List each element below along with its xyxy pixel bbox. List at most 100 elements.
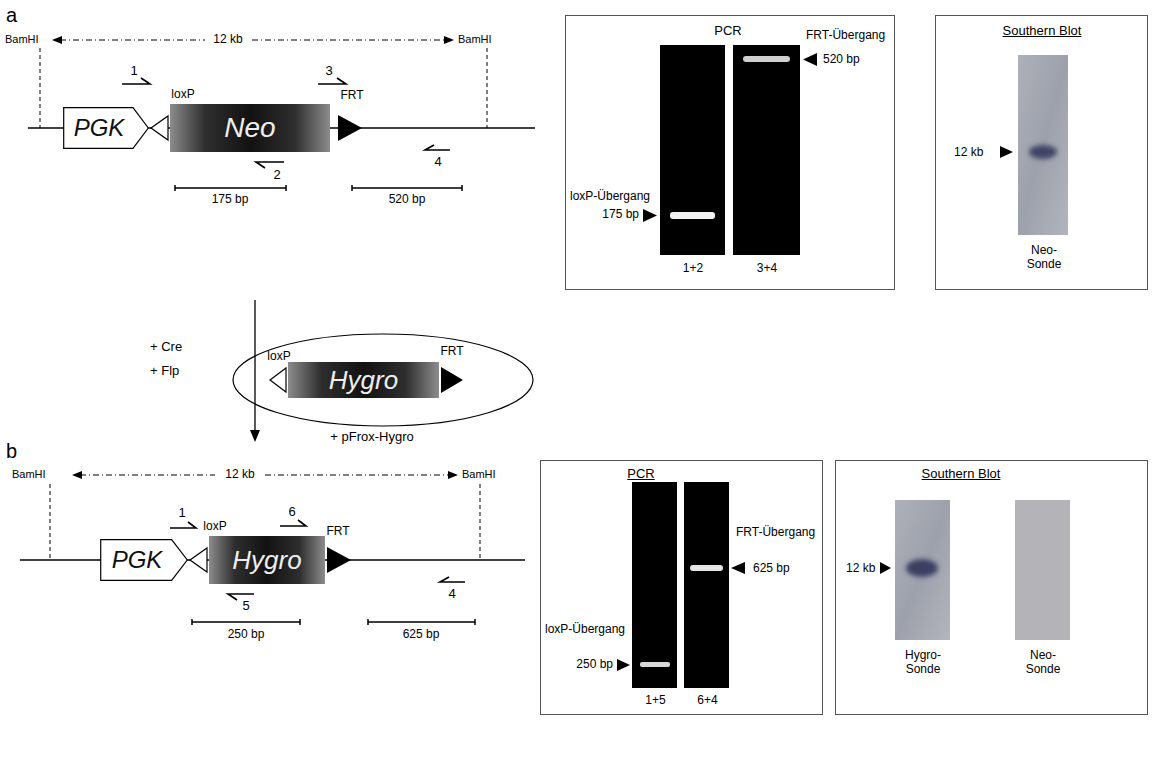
enzyme-site: BamHI (12, 468, 46, 481)
frt-label: FRT (440, 345, 463, 359)
blot-strip (1018, 55, 1068, 235)
gene-box: Hygro (288, 362, 439, 398)
primer-arrow (440, 577, 465, 582)
promoter-name: PGK (74, 115, 125, 141)
promoter-box: PGK (63, 107, 149, 149)
band-size: 520 bp (823, 53, 860, 67)
arrow-head (731, 562, 745, 574)
pcr-panel: PCRloxP-Übergang250 bp1+56+4FRT-Übergang… (540, 460, 823, 715)
scale-bar (352, 185, 462, 191)
site-marker (480, 484, 481, 560)
frt-site (441, 367, 463, 393)
enzyme-site: BamHI (5, 33, 39, 46)
frt-label: FRT (326, 525, 349, 539)
primer-arrow (122, 78, 150, 84)
primer-number: 3 (325, 64, 332, 79)
gene-name: Hygro (329, 366, 398, 395)
primer-number: 5 (242, 599, 249, 614)
band-label: FRT-Übergang (736, 526, 815, 540)
primer-number: 1 (178, 506, 185, 521)
plasmid-label: + pFrox-Hygro (330, 430, 413, 445)
primer-arrow (170, 522, 196, 528)
lane-label: 1+5 (645, 694, 665, 708)
product-size: 175 bp (212, 193, 249, 207)
step-arrow (254, 300, 255, 432)
length-label: 12 kb (225, 468, 254, 482)
band-label: loxP-Übergang (570, 190, 650, 204)
loxp-label: loxP (203, 520, 226, 534)
band-size: 625 bp (753, 562, 790, 576)
probe-label: Hygro-Sonde (896, 649, 950, 677)
enzyme-label: + Cre (150, 340, 182, 355)
pcr-panel: PCRloxP-Übergang175 bp1+23+4FRT-Übergang… (565, 15, 895, 290)
site-marker (50, 484, 51, 560)
gene-name: Hygro (232, 546, 301, 575)
promoter-name: PGK (112, 547, 163, 573)
lane-label: 3+4 (757, 262, 777, 276)
length-line (80, 475, 215, 476)
scale-bar (368, 619, 475, 625)
gel-band (743, 56, 790, 62)
enzyme-label: + Flp (150, 364, 179, 379)
gel-band (640, 662, 670, 667)
blot-panel: Southern Blot 12 kb Neo-Sonde (935, 15, 1148, 290)
lane-label: 1+2 (683, 262, 703, 276)
product-size: 250 bp (228, 628, 265, 642)
probe-label: Neo-Sonde (1020, 244, 1068, 272)
length-line (60, 40, 205, 41)
panel-title: PCR (627, 467, 654, 482)
enzyme-site: BamHI (462, 468, 496, 481)
primer-number: 4 (448, 587, 455, 602)
arrow-head (880, 562, 891, 574)
promoter-outline (101, 540, 188, 581)
length-line (252, 40, 446, 41)
arrow-head (444, 36, 454, 44)
scale-bar (175, 185, 286, 191)
blot-band (906, 559, 938, 577)
arrow-head (448, 471, 458, 479)
gel-lane (632, 482, 677, 688)
panel-title: PCR (714, 24, 741, 39)
gel-band (670, 212, 715, 219)
arrow-head (52, 36, 62, 44)
loxp-label: loxP (171, 88, 194, 102)
primer-number: 6 (288, 505, 295, 520)
site-marker (40, 48, 41, 128)
frt-site (338, 115, 362, 141)
gel-band (690, 565, 723, 571)
panel-letter: b (6, 440, 17, 463)
lane-label: 6+4 (697, 694, 717, 708)
loxp-site (270, 368, 286, 392)
band-label: loxP-Übergang (545, 623, 625, 637)
band-size: 175 bp (602, 208, 639, 222)
primer-number: 2 (273, 168, 280, 183)
arrow-head (250, 430, 260, 442)
frt-label: FRT (340, 89, 363, 103)
primer-arrow (280, 520, 306, 526)
arrow-head (617, 659, 630, 671)
blot-strip (1015, 500, 1070, 640)
primer-arrow (425, 145, 450, 150)
product-size: 520 bp (389, 193, 426, 207)
gel-lane (733, 45, 800, 255)
arrow-head (643, 209, 657, 222)
promoter-outline (64, 108, 149, 149)
blot-panel: Southern Blot12 kbHygro-SondeNeo-Sonde (835, 460, 1148, 715)
arrow-head (1000, 146, 1013, 158)
panel-letter: a (6, 4, 17, 27)
blot-strip (895, 500, 950, 640)
enzyme-site: BamHI (458, 33, 492, 46)
length-line (265, 475, 450, 476)
gene-name: Neo (224, 113, 275, 144)
primer-arrow (318, 78, 346, 84)
gene-box: Neo (170, 104, 330, 152)
plasmid-ring (233, 334, 533, 426)
product-size: 625 bp (403, 628, 440, 642)
band-size: 12 kb (954, 146, 983, 160)
loxp-site (151, 116, 168, 140)
primer-arrow (228, 594, 254, 600)
panel-title: Southern Blot (922, 467, 1001, 482)
panel-title: Southern Blot (1003, 24, 1082, 39)
primer-number: 1 (130, 64, 137, 79)
